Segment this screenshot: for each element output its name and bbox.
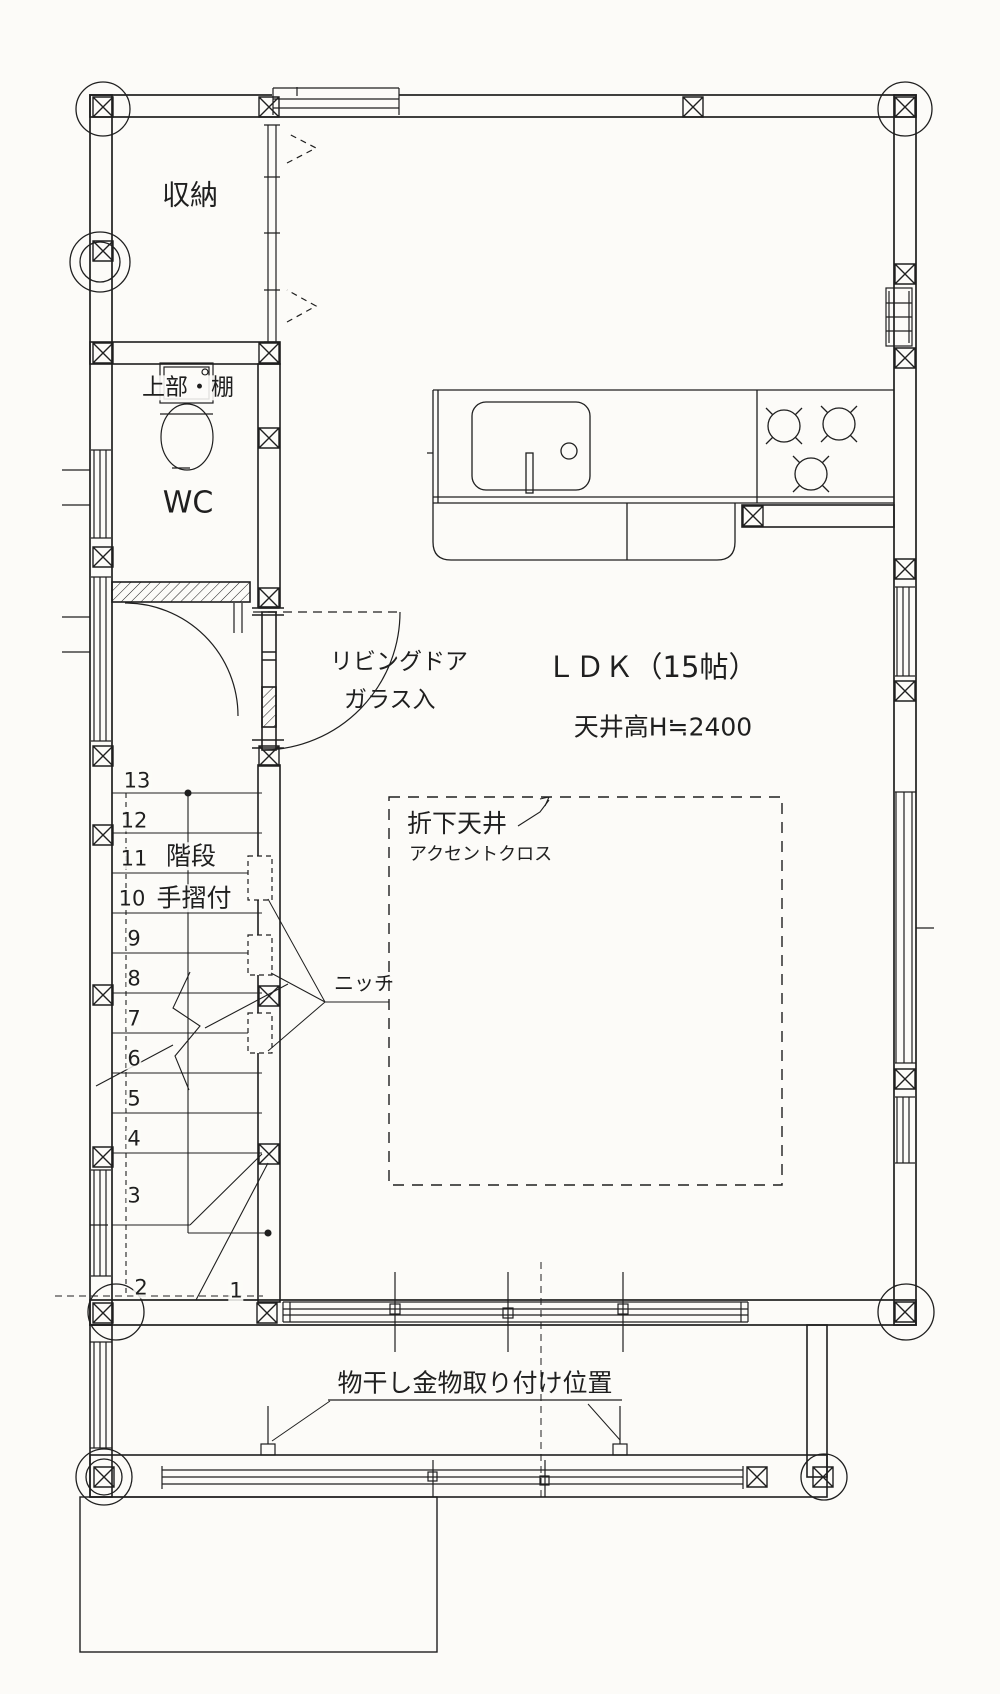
windows: [62, 87, 934, 1497]
closet-door: [264, 124, 318, 343]
stair-number-5: 5: [126, 1086, 142, 1111]
stair-number-3: 3: [126, 1183, 142, 1208]
stair-number-4: 4: [126, 1126, 142, 1151]
stove-burners: [765, 405, 858, 493]
label-glass-door: ガラス入: [344, 687, 436, 713]
corner-circles: [69, 81, 935, 1506]
label-upper-shelf: 上部・棚: [140, 374, 236, 401]
stair-number-8: 8: [126, 966, 142, 991]
label-storage: 収納: [161, 178, 219, 212]
stair-number-1: 1: [228, 1278, 244, 1303]
label-ceiling-height: 天井高H≒2400: [573, 712, 753, 742]
kitchen-counter: [427, 389, 894, 504]
label-wc: WC: [162, 485, 214, 521]
stair-number-7: 7: [126, 1006, 142, 1031]
wc-door: [124, 602, 243, 717]
living-door: [253, 611, 401, 751]
stair-number-2: 2: [133, 1275, 149, 1300]
stair-number-11: 11: [119, 846, 149, 871]
label-niche: ニッチ: [334, 971, 394, 995]
kitchen-island: [432, 503, 736, 561]
stair-number-13: 13: [122, 768, 152, 793]
laundry-posts: [260, 1399, 628, 1456]
stairs-treads: [112, 789, 272, 1296]
porch-outline: [79, 1496, 438, 1653]
stair-number-9: 9: [126, 926, 142, 951]
label-stairs: 階段: [163, 841, 219, 871]
kitchen-sink: [471, 401, 591, 494]
label-dropped-ceiling: 折下天井: [407, 809, 508, 838]
stair-number-6: 6: [126, 1046, 142, 1071]
niche-leaders: [267, 898, 389, 1052]
dropped-ceiling-outline: [388, 796, 783, 1186]
interior-walls: [89, 341, 895, 1498]
stair-number-10: 10: [117, 886, 147, 911]
window-cutouts: [91, 87, 915, 1489]
columns: [92, 96, 916, 1488]
outer-walls: [89, 94, 917, 1326]
niche-boxes: [247, 855, 273, 1054]
label-handrail: 手摺付: [154, 883, 234, 913]
stairs-winders: [112, 1153, 269, 1301]
label-accent-cloth: アクセントクロス: [409, 844, 553, 865]
label-living-door: リビングドア: [330, 649, 468, 675]
label-ldk: ＬＤＫ（15帖）: [546, 650, 758, 685]
stair-number-12: 12: [119, 808, 149, 833]
label-laundry-hardware: 物干し金物取り付け位置: [337, 1368, 613, 1398]
